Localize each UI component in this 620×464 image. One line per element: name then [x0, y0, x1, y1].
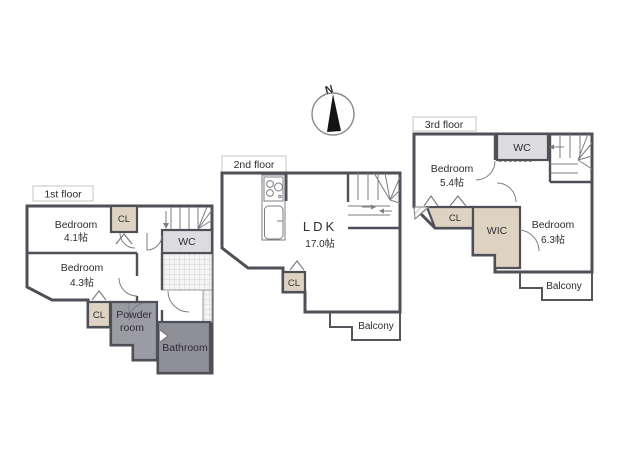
- stair-arrow-icon: [163, 223, 169, 229]
- powder-room-door-arc: [128, 302, 147, 321]
- floor1-tiled-hall: [161, 252, 213, 291]
- stove-burner-icon: [266, 180, 274, 188]
- bedroom-a-door-arc: [119, 232, 136, 249]
- floor1-plan: 1st floor Bedroom: [25, 185, 214, 375]
- floor1-interior-walls: [27, 251, 164, 322]
- hall-door-arc: [167, 290, 190, 313]
- floor1-doors: [91, 232, 190, 343]
- floor3-wc-room: [495, 132, 550, 162]
- floor1-bathroom: [156, 320, 212, 375]
- bedroom-b-door-arc: [496, 182, 517, 203]
- stove-burner-icon: [266, 189, 274, 197]
- compass-needle-icon: [327, 94, 341, 132]
- floor1-wc-label: WC: [178, 236, 196, 248]
- floor2-balcony-wall: [329, 312, 401, 341]
- stair-walls: [548, 134, 592, 184]
- floor1-tiled-hall-strip: [202, 289, 213, 323]
- floor1-closet-a: [109, 204, 139, 234]
- floor2-balcony-label: Balcony: [358, 321, 394, 332]
- floor1-bedroom-b-size: 4.3帖: [70, 276, 94, 289]
- stair-walls: [346, 173, 400, 230]
- stair-arrow-icon: [371, 204, 376, 210]
- closet-folding-door-icon: [91, 290, 107, 301]
- closet-folding-door-icon: [115, 233, 133, 245]
- floor3-wic-label: WIC: [487, 225, 508, 237]
- floor3-bedroom-b-size: 6.3帖: [541, 233, 565, 246]
- floor1-bathroom-label: Bathroom: [162, 342, 208, 354]
- floor3-bedroom-b-name: Bedroom: [532, 219, 575, 231]
- floor2-plan: 2nd floor LDK 17.0帖 CL: [220, 155, 402, 341]
- floor3-plan: 3rd floor Bedroom 5.4帖 Bedroom 6.3帖 WC C…: [412, 116, 594, 301]
- floor1-stairs: [163, 206, 213, 230]
- floor1-closet-b-label: CL: [93, 310, 105, 321]
- floor1-label-box: [32, 185, 94, 202]
- floor2-stairs: [346, 172, 401, 230]
- floor3-label-box: [412, 116, 477, 132]
- stair-tread-lines: [348, 172, 401, 216]
- floor1-powder-label-1: Powder: [116, 309, 152, 321]
- wc-door-arc: [146, 233, 163, 251]
- stove-top: [263, 176, 284, 202]
- stair-arrow-icon: [549, 144, 554, 150]
- floor3-closet-label: CL: [449, 213, 461, 224]
- stair-tread-lines: [170, 206, 213, 230]
- floor2-label: 2nd floor: [234, 159, 275, 171]
- closet-folding-door-icon: [423, 194, 439, 207]
- floor3-bedroom-a-name: Bedroom: [431, 163, 474, 175]
- floor3-balcony-wall: [519, 272, 593, 301]
- floor2-ldk-size: 17.0帖: [305, 237, 334, 250]
- floor3-bedroom-a-size: 5.4帖: [440, 176, 464, 189]
- floor1-powder-label-2: room: [120, 322, 144, 334]
- stair-tread-lines: [550, 133, 593, 174]
- bedroom-b-door-arc: [118, 277, 138, 297]
- floor2-ldk-name: LDK: [303, 219, 337, 234]
- floor3-balcony-label: Balcony: [546, 281, 582, 292]
- floor1-powder-room: [109, 300, 159, 362]
- floor3-stairs: [548, 133, 593, 184]
- floor1-bedroom-a-name: Bedroom: [55, 219, 98, 231]
- floor2-closet-label: CL: [288, 278, 300, 289]
- floor3-corner-hatch: [413, 206, 431, 221]
- kitchen-sink: [264, 205, 284, 240]
- compass-north-label: N: [324, 83, 335, 97]
- floor1-bedroom-a-size: 4.1帖: [64, 231, 88, 244]
- floor2-kitchen: [261, 173, 288, 241]
- compass: N: [311, 83, 355, 136]
- bathroom-folding-door-icon: [159, 329, 169, 343]
- floor2-closet: [281, 270, 307, 294]
- bedroom-a-door-arc: [475, 160, 496, 181]
- wic-door-arc: [519, 229, 540, 252]
- floor1-bedroom-b-name: Bedroom: [61, 262, 104, 274]
- floor1-label: 1st floor: [44, 189, 82, 201]
- closet-folding-door-icon: [449, 195, 467, 207]
- floor3-label: 3rd floor: [425, 119, 464, 131]
- floor1-wc-room: [160, 228, 214, 255]
- floor3-wc-label: WC: [513, 142, 531, 154]
- closet-folding-door-icon: [289, 260, 305, 271]
- stove-knob-icon: [278, 194, 282, 199]
- floor3-wic: [471, 205, 522, 270]
- stove-burner-icon: [274, 182, 283, 192]
- kitchen-counter: [261, 174, 286, 241]
- stair-arrow-icon: [379, 208, 384, 214]
- floor1-closet-a-label: CL: [118, 214, 130, 225]
